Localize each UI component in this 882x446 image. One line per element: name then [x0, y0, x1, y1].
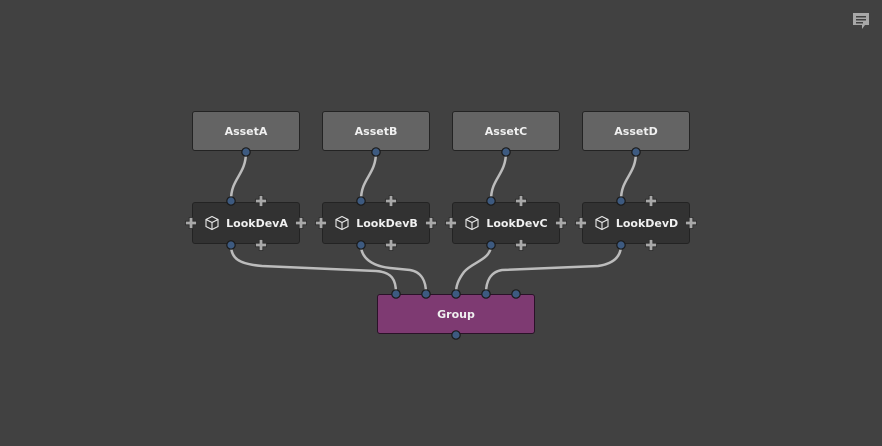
node-lookdeva[interactable]: LookDevA: [192, 202, 300, 244]
output-port[interactable]: [356, 240, 366, 250]
add-output-port-plus-icon[interactable]: [255, 239, 267, 251]
group-input-port[interactable]: [451, 289, 461, 299]
wire-lookdevb-group[interactable]: [359, 244, 428, 294]
cube-icon: [335, 215, 349, 231]
add-port-right-plus-icon[interactable]: [555, 217, 567, 229]
chat-icon[interactable]: [852, 12, 870, 30]
node-label: AssetB: [354, 124, 398, 138]
group-input-port[interactable]: [481, 289, 491, 299]
wire-lookdeva-group[interactable]: [229, 244, 398, 294]
add-port-right-plus-icon[interactable]: [425, 217, 437, 229]
node-lookdevb[interactable]: LookDevB: [322, 202, 430, 244]
node-assetb[interactable]: AssetB: [322, 111, 430, 151]
input-port[interactable]: [486, 196, 496, 206]
input-port[interactable]: [356, 196, 366, 206]
add-port-left-plus-icon[interactable]: [185, 217, 197, 229]
group-output-port[interactable]: [451, 330, 461, 340]
group-input-port[interactable]: [421, 289, 431, 299]
group-input-port[interactable]: [511, 289, 521, 299]
node-label: LookDevB: [356, 216, 418, 230]
wire-assetd-lookdevd[interactable]: [619, 151, 638, 201]
output-port[interactable]: [226, 240, 236, 250]
output-port[interactable]: [241, 147, 251, 157]
add-input-port-plus-icon[interactable]: [645, 195, 657, 207]
add-output-port-plus-icon[interactable]: [645, 239, 657, 251]
add-output-port-plus-icon[interactable]: [385, 239, 397, 251]
input-port[interactable]: [226, 196, 236, 206]
output-port[interactable]: [616, 240, 626, 250]
input-port[interactable]: [616, 196, 626, 206]
cube-icon: [595, 215, 609, 231]
add-input-port-plus-icon[interactable]: [255, 195, 267, 207]
output-port[interactable]: [486, 240, 496, 250]
output-port[interactable]: [501, 147, 511, 157]
add-port-right-plus-icon[interactable]: [685, 217, 697, 229]
node-assetc[interactable]: AssetC: [452, 111, 560, 151]
add-port-left-plus-icon[interactable]: [315, 217, 327, 229]
node-asseta[interactable]: AssetA: [192, 111, 300, 151]
node-label: AssetD: [614, 124, 658, 138]
cube-icon: [465, 215, 479, 231]
wire-asseta-lookdeva[interactable]: [229, 151, 248, 201]
wire-lookdevd-group[interactable]: [484, 244, 623, 294]
node-lookdevd[interactable]: LookDevD: [582, 202, 690, 244]
node-assetd[interactable]: AssetD: [582, 111, 690, 151]
node-label: AssetC: [484, 124, 528, 138]
add-port-right-plus-icon[interactable]: [295, 217, 307, 229]
node-label: LookDevA: [226, 216, 288, 230]
wire-assetb-lookdevb[interactable]: [359, 151, 378, 201]
cube-icon: [205, 215, 219, 231]
add-port-left-plus-icon[interactable]: [445, 217, 457, 229]
group-input-port[interactable]: [391, 289, 401, 299]
wire-assetc-lookdevc[interactable]: [489, 151, 508, 201]
add-input-port-plus-icon[interactable]: [385, 195, 397, 207]
node-lookdevc[interactable]: LookDevC: [452, 202, 560, 244]
wire-lookdevc-group[interactable]: [454, 244, 493, 294]
add-port-left-plus-icon[interactable]: [575, 217, 587, 229]
output-port[interactable]: [631, 147, 641, 157]
node-label: AssetA: [224, 124, 268, 138]
connection-wires: [229, 151, 638, 294]
add-input-port-plus-icon[interactable]: [515, 195, 527, 207]
add-output-port-plus-icon[interactable]: [515, 239, 527, 251]
node-label: LookDevC: [486, 216, 548, 230]
node-label: Group: [437, 307, 475, 321]
node-label: LookDevD: [615, 216, 679, 230]
output-port[interactable]: [371, 147, 381, 157]
